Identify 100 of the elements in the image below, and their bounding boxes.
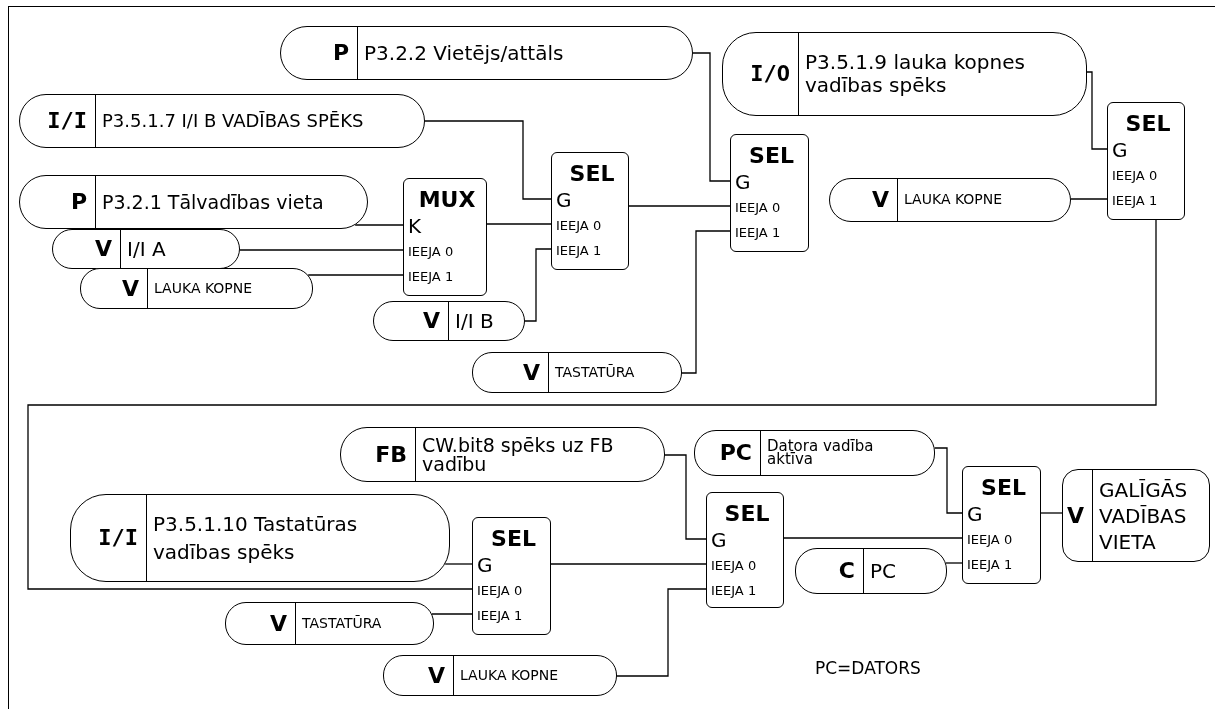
- port-label: IEEJA 1: [967, 556, 1013, 574]
- function-block: [706, 492, 784, 608]
- connector-line: [628, 205, 731, 207]
- signal-pill: [70, 494, 450, 582]
- signal-pill: [383, 655, 617, 696]
- port-label: IEEJA 1: [556, 242, 602, 260]
- signal-type: I/I: [47, 110, 87, 132]
- connector-line: [934, 447, 963, 514]
- signal-label: LAUKA KOPNE: [460, 669, 559, 682]
- connector-line: [1040, 512, 1063, 514]
- function-block: [962, 466, 1041, 584]
- port-label: G: [1112, 137, 1128, 163]
- signal-pill: [80, 268, 313, 309]
- signal-pill: [472, 352, 682, 393]
- port-label: G: [711, 527, 727, 553]
- signal-label: P3.5.1.7 I/I B VADĪBAS SPĒKS: [102, 112, 364, 130]
- signal-label: PC: [870, 559, 897, 583]
- function-block: [730, 134, 809, 252]
- port-label: G: [735, 169, 751, 195]
- signal-type: I/O: [750, 63, 790, 85]
- function-block: [403, 178, 487, 296]
- signal-type: P: [332, 42, 349, 64]
- signal-type: FB: [375, 443, 407, 466]
- port-label: IEEJA 1: [711, 582, 757, 600]
- port-label: IEEJA 0: [556, 217, 602, 235]
- connector-line: [486, 223, 552, 225]
- signal-type: V: [94, 238, 112, 260]
- port-label: G: [477, 552, 493, 578]
- port-label: IEEJA 0: [408, 243, 454, 261]
- port-label: IEEJA 0: [1112, 167, 1158, 185]
- signal-type: C: [838, 560, 855, 582]
- block-title: SEL: [491, 526, 536, 552]
- connector-line: [307, 274, 404, 276]
- note-text: PC=DATORS: [815, 657, 921, 680]
- function-block: [472, 517, 551, 635]
- block-title: SEL: [569, 161, 615, 187]
- connector-line: [550, 563, 707, 565]
- port-label: G: [967, 501, 983, 527]
- port-label: IEEJA 0: [735, 199, 781, 217]
- connector-line: [1086, 71, 1108, 150]
- signal-type: V: [121, 277, 139, 300]
- signal-pill: [340, 427, 665, 482]
- signal-label: GALĪGĀS VADĪBAS VIETA: [1099, 476, 1189, 555]
- signal-pill: [829, 178, 1071, 222]
- signal-pill: [373, 301, 525, 341]
- connector-line: [239, 249, 404, 251]
- port-label: IEEJA 0: [711, 557, 757, 575]
- connector-line: [616, 588, 707, 677]
- port-label: IEEJA 1: [735, 224, 781, 242]
- connector-line: [783, 537, 963, 539]
- signal-type: V: [422, 310, 440, 332]
- port-label: IEEJA 0: [477, 582, 523, 600]
- signal-pill: [225, 602, 434, 645]
- signal-label: Datora vadība aktīva: [767, 439, 875, 467]
- block-title: SEL: [749, 143, 794, 169]
- block-title: SEL: [724, 501, 770, 527]
- connector-line: [524, 248, 552, 322]
- connector-line: [444, 563, 473, 565]
- connector-line: [1070, 198, 1108, 200]
- port-label: K: [408, 213, 422, 239]
- signal-label: P3.5.1.10 Tastatūras vadības spēks: [153, 511, 359, 566]
- block-title: MUX: [418, 187, 476, 213]
- function-block: [551, 152, 629, 270]
- signal-type: V: [522, 361, 540, 384]
- signal-label: I/I B: [455, 309, 494, 333]
- signal-pill: [52, 229, 240, 269]
- connector-line: [945, 562, 963, 564]
- signal-pill: [722, 32, 1087, 116]
- signal-label: LAUKA KOPNE: [154, 282, 253, 295]
- signal-label: CW.bit8 spēks uz FB vadību: [422, 436, 615, 473]
- signal-label: LAUKA KOPNE: [904, 194, 1003, 206]
- signal-type: PC: [719, 442, 752, 464]
- signal-pill: [19, 175, 368, 229]
- signal-pill: [1062, 469, 1210, 562]
- signal-pill: [280, 26, 693, 80]
- connector-line: [431, 613, 473, 615]
- signal-label: TASTATŪRA: [555, 364, 635, 381]
- signal-pill: [795, 548, 947, 594]
- signal-type: V: [871, 189, 889, 211]
- signal-type: P: [70, 191, 87, 213]
- signal-type: V: [1066, 504, 1084, 527]
- signal-type: I/I: [98, 527, 138, 549]
- signal-label: P3.2.2 Vietējs/attāls: [364, 41, 564, 65]
- connector-line: [664, 454, 707, 540]
- signal-type: V: [269, 612, 287, 635]
- signal-label: TASTATŪRA: [302, 615, 382, 632]
- signal-label: P3.5.1.9 lauka kopnes vadības spēks: [805, 51, 1026, 97]
- signal-pill: [694, 430, 935, 476]
- connector-line: [681, 230, 731, 374]
- signal-label: P3.2.1 Tālvadības vieta: [102, 192, 324, 211]
- function-block: [1107, 102, 1185, 220]
- connector-line: [692, 52, 731, 182]
- block-title: SEL: [981, 475, 1026, 501]
- port-label: IEEJA 1: [408, 268, 454, 286]
- connector-line: [27, 219, 1157, 590]
- connector-line: [424, 120, 552, 200]
- signal-pill: [19, 94, 425, 148]
- port-label: IEEJA 0: [967, 531, 1013, 549]
- signal-type: V: [427, 664, 445, 687]
- signal-label: I/I A: [127, 237, 166, 261]
